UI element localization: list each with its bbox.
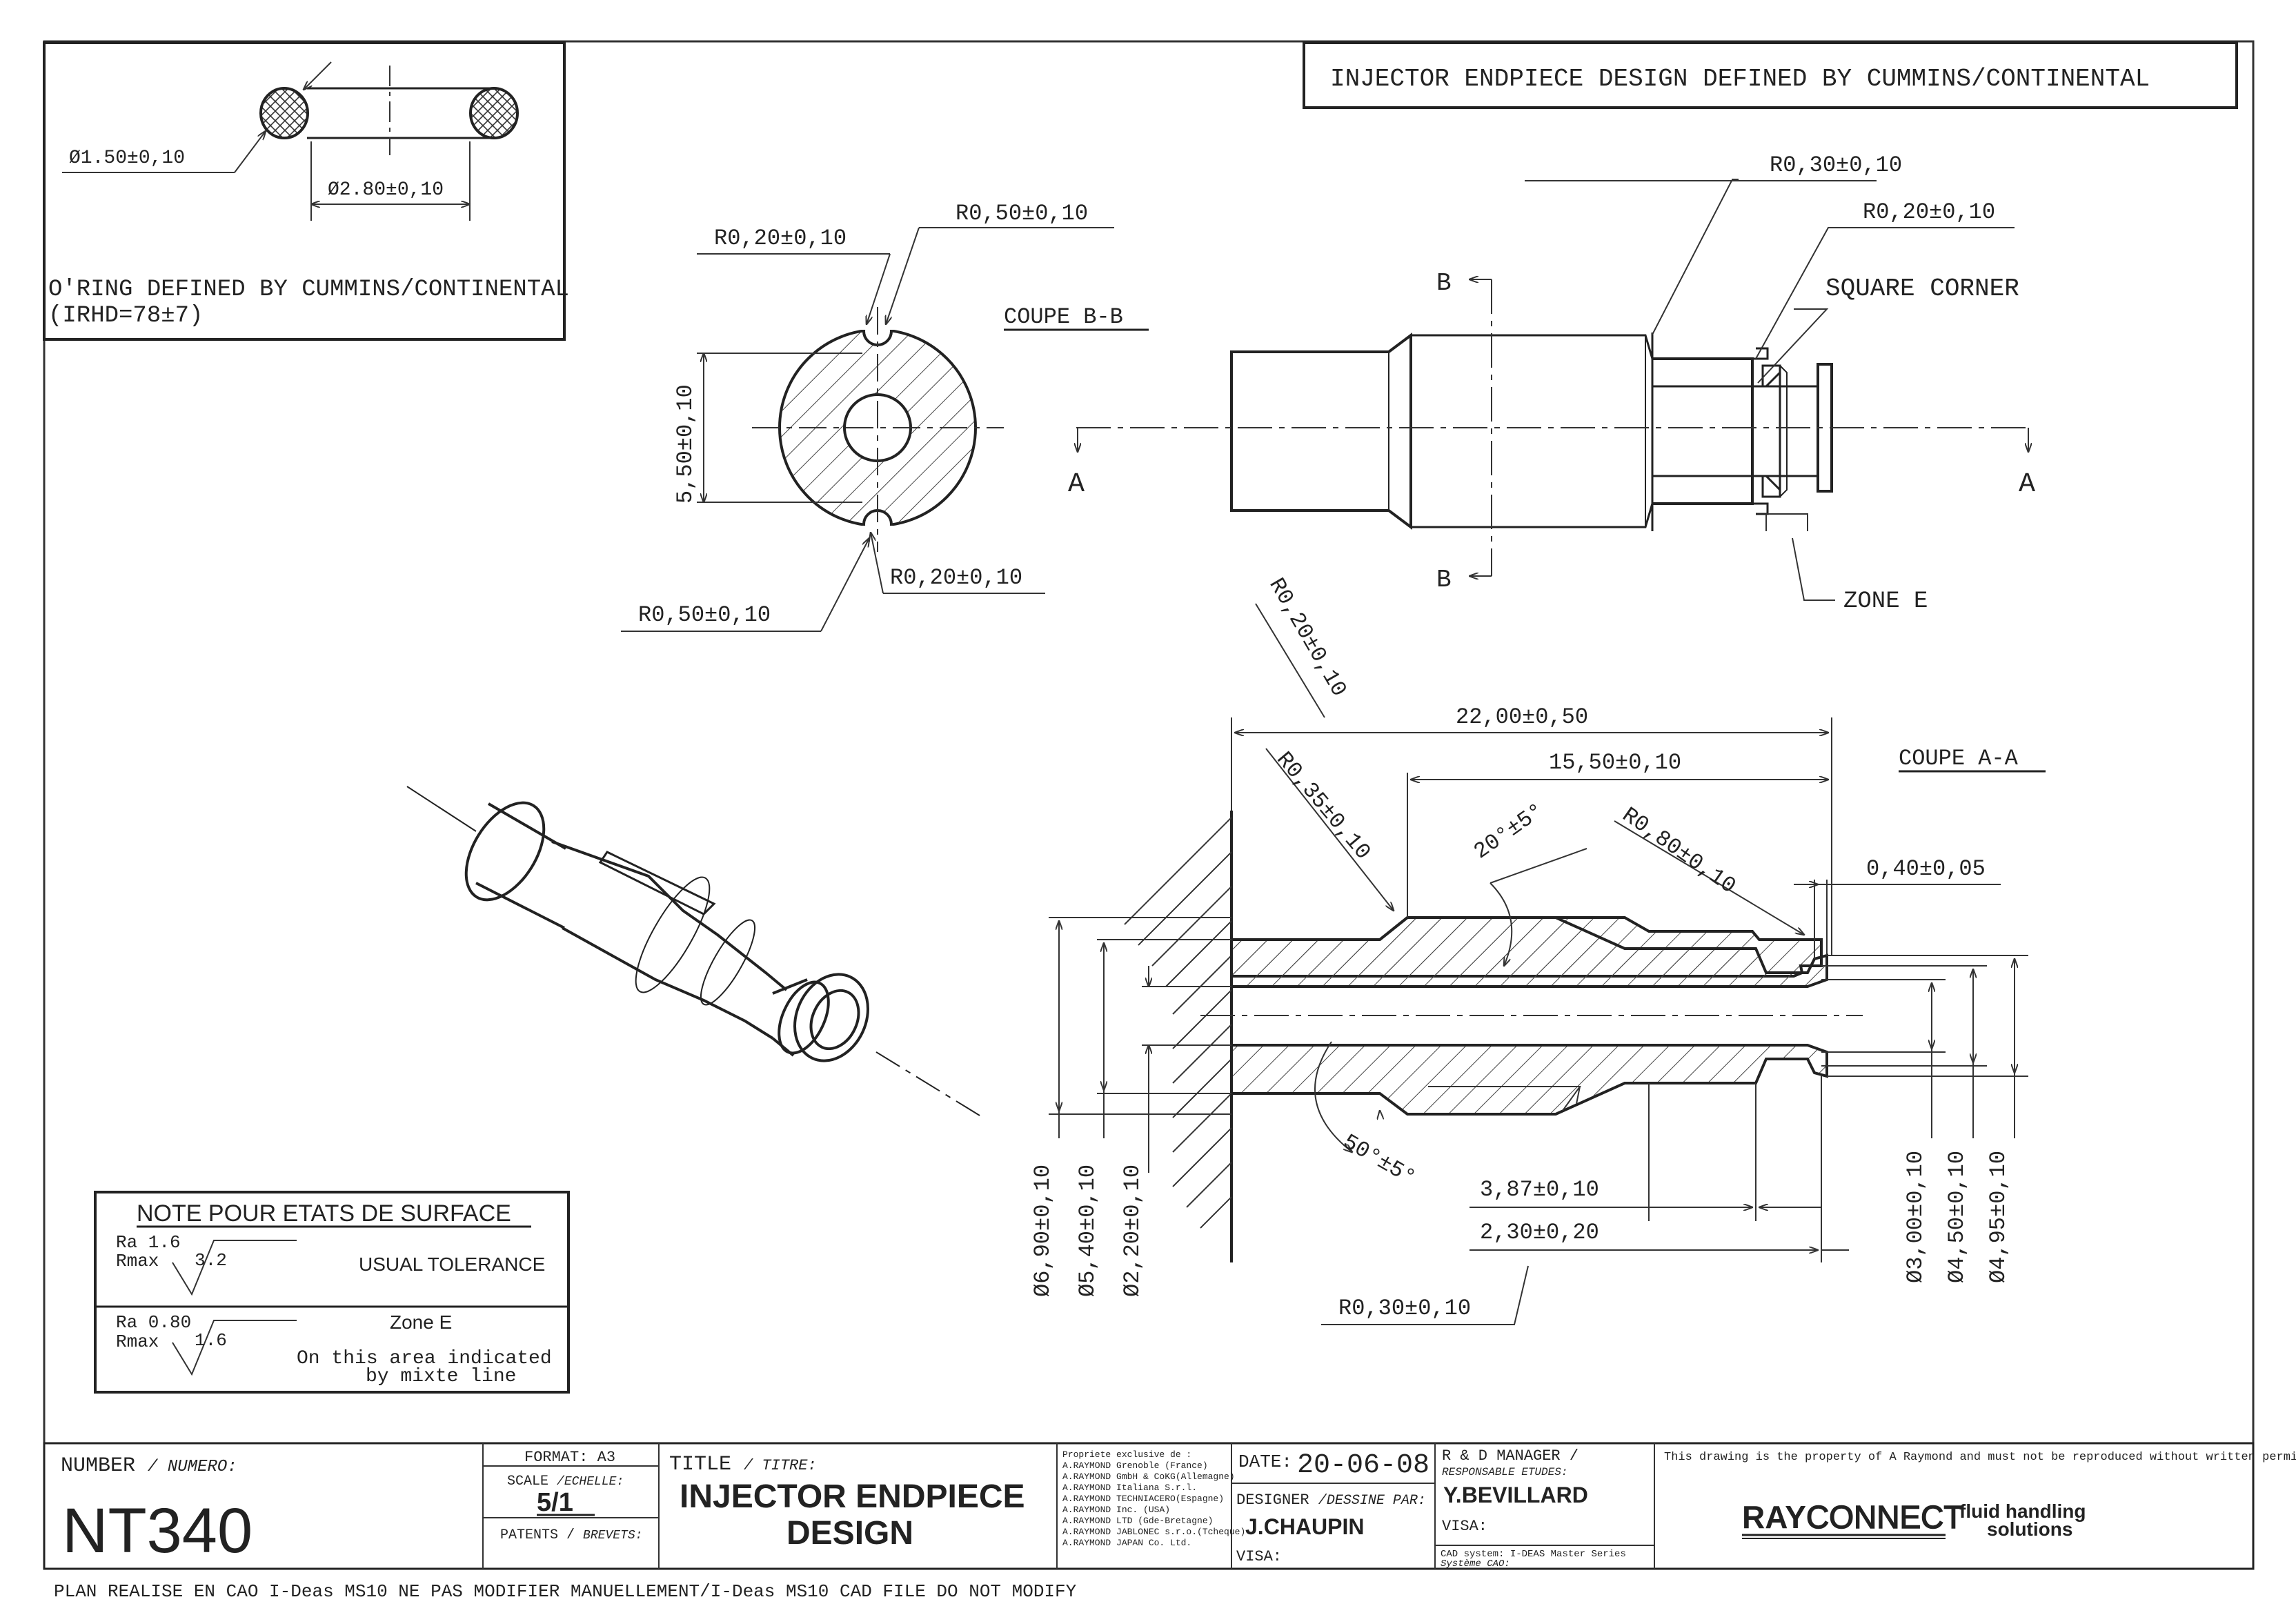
oring-detail-box: Ø1.50±0,10 Ø2.80±0,10 O'RING DEFINED BY … xyxy=(43,41,569,341)
property-line: Propriete exclusive de : xyxy=(1062,1449,1191,1460)
title-line1: INJECTOR ENDPIECE xyxy=(680,1478,1025,1515)
oring-inner-diameter: Ø2.80±0,10 xyxy=(328,179,444,201)
bb-radius-bottom-right: R0,20±0,10 xyxy=(890,565,1022,591)
roughness-symbol-1 xyxy=(172,1240,297,1296)
logo-tagline1: fluid handling xyxy=(1959,1500,2086,1522)
aa-angle-20: 20°±5° xyxy=(1469,798,1550,864)
property-list: Propriete exclusive de : A.RAYMOND Greno… xyxy=(1062,1449,1245,1548)
logo-tagline2: solutions xyxy=(1987,1518,2072,1540)
aa-dia-690: Ø6,90±0,10 xyxy=(1030,1165,1056,1297)
surface-note-box: NOTE POUR ETATS DE SURFACE Ra 1.6 Rmax 3… xyxy=(94,1191,570,1394)
date-value: 20-06-08 xyxy=(1297,1450,1429,1481)
property-notice: This drawing is the property of A Raymon… xyxy=(1664,1451,2296,1464)
scale-label: SCALE /ECHELLE: xyxy=(507,1474,624,1489)
rayconnect-logo: RAY CONNECT fluid handling solutions xyxy=(1742,1498,2086,1540)
aa-len-230: 2,30±0,20 xyxy=(1480,1220,1599,1245)
cut-b-top: B xyxy=(1436,269,1452,297)
side-view: A A B B xyxy=(1068,179,2035,594)
cad-line2: Système CAO: xyxy=(1441,1558,1510,1569)
footer-note: PLAN REALISE EN CAO I-Deas MS10 NE PAS M… xyxy=(54,1581,1077,1602)
property-line: A.RAYMOND Italiana S.r.l. xyxy=(1062,1483,1197,1493)
aa-dia-450: Ø4,50±0,10 xyxy=(1944,1151,1970,1283)
cut-a-left: A xyxy=(1068,469,1085,500)
oring-drawing xyxy=(62,61,519,221)
aa-r080: R0,80±0,10 xyxy=(1617,802,1741,899)
oring-note-line2: (IRHD=78±7) xyxy=(48,303,203,329)
surface-note-title: NOTE POUR ETATS DE SURFACE xyxy=(137,1200,511,1227)
property-line: A.RAYMOND Grenoble (France) xyxy=(1062,1460,1208,1471)
property-line: A.RAYMOND Inc. (USA) xyxy=(1062,1505,1170,1515)
side-view-leaders-main xyxy=(1652,180,2015,601)
roughness-symbol-2 xyxy=(172,1320,297,1376)
manager-name: Y.BEVILLARD xyxy=(1443,1483,1588,1507)
aa-dia-540: Ø5,40±0,10 xyxy=(1075,1165,1100,1297)
manager-label-fr: RESPONSABLE ETUDES: xyxy=(1442,1466,1567,1478)
side-square-corner: SQUARE CORNER xyxy=(1825,275,2019,303)
bb-radius-bottom-left: R0,50±0,10 xyxy=(638,602,771,628)
cut-a-right: A xyxy=(2019,469,2035,500)
property-line: A.RAYMOND JABLONEC s.r.o.(Tcheque) xyxy=(1062,1527,1245,1537)
bb-radius-top-right: R0,50±0,10 xyxy=(956,201,1088,226)
aa-section-title: COUPE A-A xyxy=(1899,746,2019,771)
aa-angle-50: 50°±5° xyxy=(1338,1129,1420,1191)
drawing-number: NT340 xyxy=(62,1496,253,1566)
cad-line1: CAD system: I-DEAS Master Series xyxy=(1441,1549,1626,1560)
visa-2: VISA: xyxy=(1442,1518,1487,1535)
isometric-view xyxy=(406,786,984,1118)
oring-section-diameter: Ø1.50±0,10 xyxy=(69,148,185,169)
header-banner: INJECTOR ENDPIECE DESIGN DEFINED BY CUMM… xyxy=(1303,41,2238,109)
aa-r030-bottom: R0,30±0,10 xyxy=(1338,1296,1471,1321)
property-line: A.RAYMOND LTD (Gde-Bretagne) xyxy=(1062,1516,1213,1526)
surface-row1-ra: Ra 1.6 xyxy=(116,1232,181,1253)
logo-ray: RAY xyxy=(1742,1499,1806,1535)
property-line: A.RAYMOND JAPAN Co. Ltd. xyxy=(1062,1538,1191,1548)
surface-row2-value: 1.6 xyxy=(195,1330,227,1351)
title-line2: DESIGN xyxy=(786,1515,913,1552)
property-line: A.RAYMOND TECHNIACERO(Espagne) xyxy=(1062,1494,1224,1504)
oring-note-line1: O'RING DEFINED BY CUMMINS/CONTINENTAL xyxy=(48,277,569,303)
surface-row2-zone: Zone E xyxy=(390,1311,452,1333)
section-bb: 5,50±0,10 R0,20±0,10 R0,50±0,10 R0,20±0,… xyxy=(621,201,1149,632)
number-label: NUMBER / NUMERO: xyxy=(61,1454,237,1478)
bb-vertical-dim: 5,50±0,10 xyxy=(673,384,698,504)
aa-d-040: 0,40±0,05 xyxy=(1866,856,1986,882)
aa-r035: R0,35±0,10 xyxy=(1271,747,1376,865)
side-r020: R0,20±0,10 xyxy=(1863,199,1995,225)
aa-dia-300: Ø3,00±0,10 xyxy=(1903,1151,1928,1283)
date-label: DATE: xyxy=(1238,1451,1292,1472)
bb-radius-top-left: R0,20±0,10 xyxy=(714,226,847,251)
manager-label: R & D MANAGER / xyxy=(1442,1447,1578,1465)
scale-value: 5/1 xyxy=(537,1488,573,1517)
surface-row2-text1: On this area indicated xyxy=(297,1348,552,1369)
aa-len-22: 22,00±0,50 xyxy=(1456,704,1588,730)
visa-1: VISA: xyxy=(1236,1548,1282,1565)
patents-label: PATENTS / BREVETS: xyxy=(500,1527,642,1543)
cut-b-bottom: B xyxy=(1436,566,1452,594)
side-r030: R0,30±0,10 xyxy=(1770,152,1902,178)
header-banner-text: INJECTOR ENDPIECE DESIGN DEFINED BY CUMM… xyxy=(1330,65,2150,93)
surface-row1-text: USUAL TOLERANCE xyxy=(359,1254,545,1275)
surface-row1-rmax: Rmax xyxy=(116,1251,159,1271)
format-value: FORMAT: A3 xyxy=(524,1449,615,1466)
surface-row1-value: 3.2 xyxy=(195,1250,227,1271)
aa-dia-495: Ø4,95±0,10 xyxy=(1986,1151,2011,1283)
logo-connect: CONNECT xyxy=(1806,1499,1963,1535)
side-zone-e: ZONE E xyxy=(1843,588,1928,615)
surface-row2-rmax: Rmax xyxy=(116,1331,159,1352)
surface-row2-ra: Ra 0.80 xyxy=(116,1312,191,1333)
aa-len-387: 3,87±0,10 xyxy=(1480,1177,1599,1202)
title-label: TITLE / TITRE: xyxy=(669,1453,817,1476)
section-aa: COUPE A-A 22,00±0,50 15,50±0,10 0,40±0,0… xyxy=(1030,574,2046,1325)
title-block: NUMBER / NUMERO: NT340 FORMAT: A3 SCALE … xyxy=(43,1442,2296,1570)
designer-name: J.CHAUPIN xyxy=(1245,1514,1364,1539)
bb-section-title: COUPE B-B xyxy=(1004,304,1123,330)
sheet-frame xyxy=(43,40,2255,1570)
surface-row2-text2: by mixte line xyxy=(366,1366,516,1387)
property-line: A.RAYMOND GmbH & CoKG(Allemagne) xyxy=(1062,1472,1235,1482)
aa-dia-220: Ø2,20±0,10 xyxy=(1120,1165,1145,1297)
aa-len-15: 15,50±0,10 xyxy=(1549,750,1681,775)
designer-label: DESIGNER /DESSINE PAR: xyxy=(1236,1492,1426,1509)
